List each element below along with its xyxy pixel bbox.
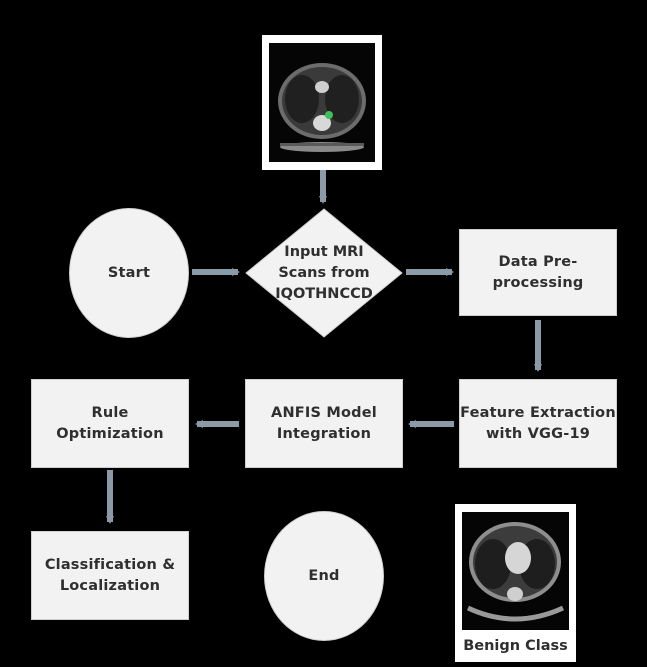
ct-scan-graphic	[278, 63, 366, 152]
benign-class-image: Benign Class	[455, 504, 576, 662]
input-ct-scan-image	[262, 35, 382, 170]
anfis-label-line2: Integration	[276, 425, 372, 442]
anfis-node: ANFIS Model Integration	[245, 379, 403, 468]
input-label-line1: Input MRI	[284, 243, 364, 260]
rule-optimization-node: Rule Optimization	[31, 379, 189, 468]
anfis-label-line1: ANFIS Model	[271, 404, 377, 421]
diamond-shape	[245, 208, 403, 338]
preprocess-node: Data Pre-processing	[459, 229, 617, 316]
rule-label: Rule Optimization	[56, 404, 164, 442]
benign-class-caption: Benign Class	[463, 638, 568, 654]
classification-label-line2: Localization	[59, 577, 161, 594]
feature-label-line1: Feature Extraction	[460, 404, 616, 421]
end-label: End	[308, 567, 340, 584]
classification-node: Classification & Localization	[31, 531, 189, 620]
feature-extraction-node: Feature Extraction with VGG-19	[459, 379, 617, 468]
ct-scan-frame	[269, 43, 375, 162]
input-label-line3: IQOTHNCCD	[275, 285, 373, 302]
benign-ct-graphic	[466, 522, 565, 622]
end-node: End	[264, 511, 384, 641]
input-decision-node: Input MRI Scans from IQOTHNCCD	[245, 208, 403, 338]
input-label-line2: Scans from	[278, 264, 370, 281]
benign-ct-frame	[462, 512, 569, 630]
start-label: Start	[107, 264, 151, 281]
feature-label-line2: with VGG-19	[485, 425, 591, 442]
input-decision-label: Input MRI Scans from IQOTHNCCD	[245, 208, 403, 338]
start-node: Start	[69, 208, 189, 338]
classification-label-line1: Classification &	[44, 556, 176, 573]
preprocess-label: Data Pre-processing	[492, 253, 584, 291]
